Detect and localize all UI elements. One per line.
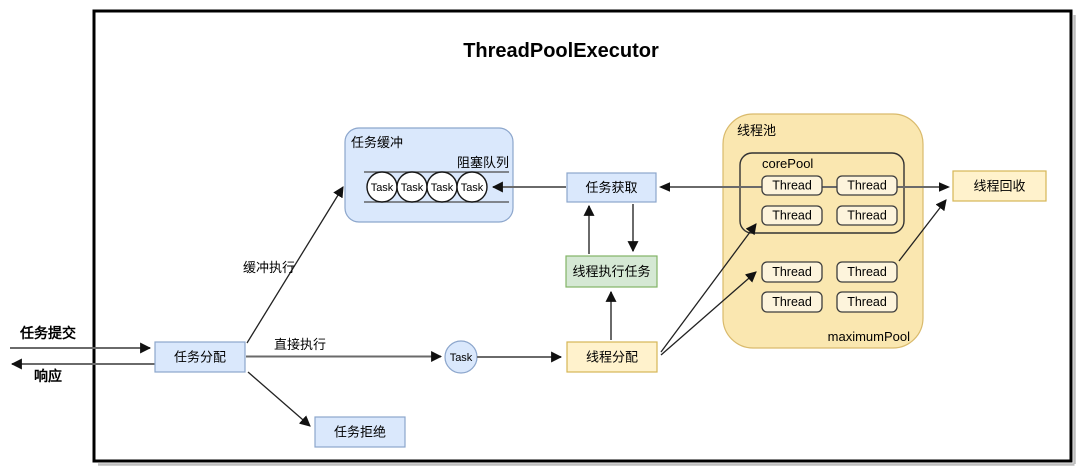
direct-exec-label: 直接执行 <box>274 337 326 352</box>
thread-dispatch-box <box>566 341 658 373</box>
task-submit-label: 任务提交 <box>19 325 76 341</box>
task-buffer-label: 任务缓冲 <box>351 135 403 150</box>
thread-exec-box <box>565 255 658 288</box>
max-thread-box <box>836 291 898 313</box>
max-thread-label: Thread <box>772 265 812 279</box>
queue-task-label: Task <box>461 182 484 194</box>
core-thread-box <box>836 205 898 226</box>
core-thread-label: Thread <box>772 179 812 193</box>
queue-task-label: Task <box>371 182 394 194</box>
page-title: ThreadPoolExecutor <box>463 40 659 62</box>
max-thread-box <box>761 261 823 283</box>
reject-edge <box>247 371 311 427</box>
diagram-border <box>92 9 1073 463</box>
thread-dispatch-label: 线程分配 <box>586 350 638 365</box>
core-pool-box <box>739 152 905 234</box>
thread-pool-label: 线程池 <box>737 123 776 138</box>
thread-pool-box <box>722 113 924 349</box>
thread-recycle-label: 线程回收 <box>973 179 1025 194</box>
maximum-pool-label: maximumPool <box>828 329 910 344</box>
core-thread-box <box>836 175 898 196</box>
max-thread-box <box>761 291 823 313</box>
queue-task-circle <box>456 171 488 203</box>
core-thread-box <box>761 175 823 196</box>
thread-recycle-box <box>952 170 1047 202</box>
dispatch-to-core-thread-edge <box>660 223 757 353</box>
buffer-exec-label: 缓冲执行 <box>243 260 295 275</box>
core-thread-label: Thread <box>772 209 812 223</box>
max-thread-box <box>836 261 898 283</box>
arrowhead-into-task-fetch <box>659 182 670 192</box>
task-reject-label: 任务拒绝 <box>334 425 386 440</box>
task-fetch-label: 任务获取 <box>585 180 637 195</box>
dispatch-to-max-thread-edge <box>660 271 757 356</box>
max-thread-label: Thread <box>847 295 887 309</box>
task-dispatch-box <box>154 341 246 373</box>
arrowhead-into-recycle <box>939 182 950 192</box>
task-fetch-box <box>566 172 657 203</box>
queue-task-label: Task <box>431 182 454 194</box>
core-thread-label: Thread <box>847 179 887 193</box>
task-reject-box <box>314 416 406 448</box>
max-thread-label: Thread <box>772 295 812 309</box>
response-label: 响应 <box>34 368 62 384</box>
max-thread-to-recycle-edge <box>898 199 947 262</box>
core-thread-box <box>761 205 823 226</box>
core-thread-label: Thread <box>847 209 887 223</box>
task-dispatch-label: 任务分配 <box>174 350 226 365</box>
max-thread-label: Thread <box>847 265 887 279</box>
task-circle-label: Task <box>450 352 473 364</box>
blocking-queue-label: 阻塞队列 <box>457 155 509 170</box>
thread-exec-label: 线程执行任务 <box>572 264 650 279</box>
queue-task-label: Task <box>401 182 424 194</box>
core-pool-label: corePool <box>762 156 813 171</box>
buffer-exec-edge <box>246 186 344 344</box>
